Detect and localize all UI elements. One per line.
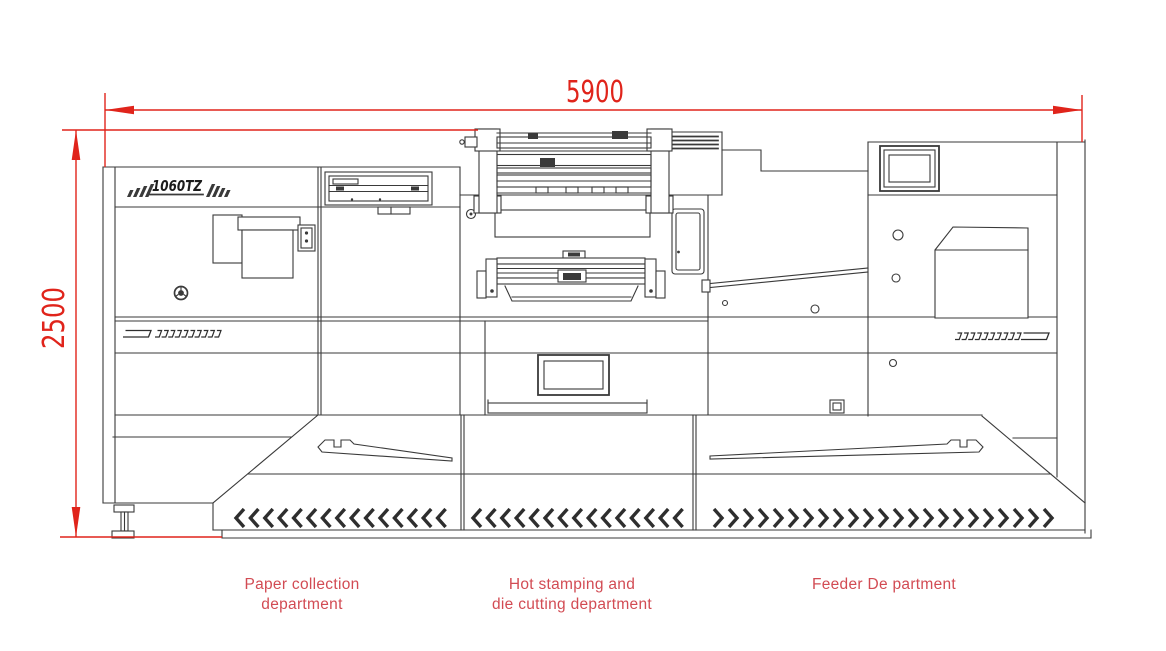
dimension-height: 2500 — [37, 129, 478, 538]
base-plinth — [221, 529, 1092, 539]
vent-block — [654, 131, 869, 196]
machine-base — [212, 414, 1092, 539]
model-label: 1060TZ — [152, 177, 203, 195]
feed-board — [701, 229, 904, 414]
hot-stamping-label-line1: Hot stamping and — [509, 576, 635, 593]
collection-hopper — [212, 206, 477, 279]
leveling-foot — [111, 504, 135, 539]
conveyor-chevrons — [233, 507, 1055, 529]
paper-collection-label-line2: department — [261, 596, 343, 613]
base-slope-right — [981, 415, 1086, 504]
department-labels: Paper collection department Hot stamping… — [244, 576, 956, 613]
foil-unit — [459, 128, 674, 214]
paper-collection-body — [102, 166, 461, 504]
swoosh-left — [317, 439, 453, 462]
dimension-width: 5900 — [104, 75, 1083, 167]
grille-strip-right — [955, 332, 1050, 341]
machine-drawing: 1060TZ — [102, 128, 1092, 539]
hand-wheel-knob — [173, 285, 189, 301]
paper-stack — [934, 226, 1029, 319]
delivery-tray — [324, 171, 433, 206]
feeder-label: Feeder De partment — [812, 576, 956, 593]
hot-stamping-label-line2: die cutting department — [492, 596, 652, 613]
grille-strip-left — [123, 329, 222, 338]
base-slope-left — [212, 414, 319, 504]
latch-block — [829, 399, 845, 414]
side-door — [671, 208, 705, 275]
foil-roller — [496, 153, 652, 167]
swoosh-right — [709, 439, 984, 460]
die-cutting-chase — [476, 250, 666, 302]
model-logo: 1060TZ — [127, 177, 231, 197]
kick-plate — [487, 402, 648, 414]
stamping-section-body — [459, 194, 1058, 416]
width-dimension-label: 5900 — [566, 75, 624, 110]
feeder-body — [867, 139, 1086, 534]
panel-bolt — [465, 208, 477, 220]
height-dimension-label: 2500 — [37, 287, 72, 349]
paper-collection-label-line1: Paper collection — [244, 576, 359, 593]
body-seam-lines — [102, 166, 1058, 438]
dimension-annotations: 5900 2500 — [37, 75, 1083, 538]
